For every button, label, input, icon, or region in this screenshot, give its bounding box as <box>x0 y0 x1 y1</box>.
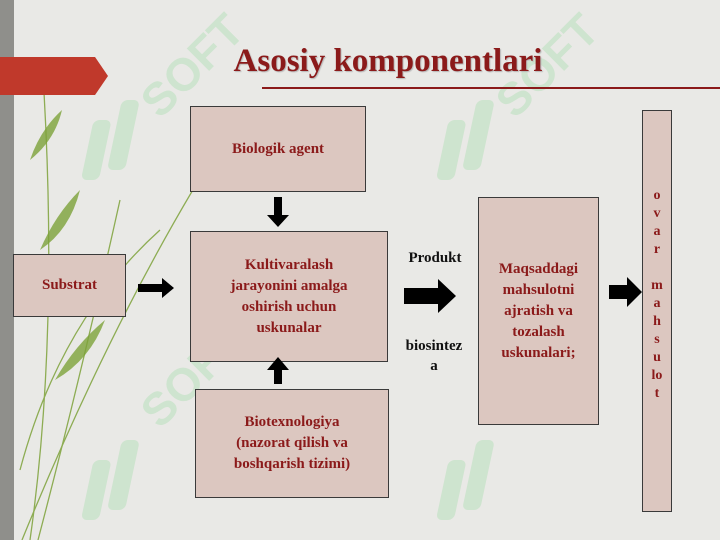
biosinteza-label: biosintez a <box>405 338 463 374</box>
produkt-label: Produkt <box>408 250 462 266</box>
left-edge-strip <box>0 0 14 540</box>
box-tovar-mahsulot-label: o v a r m a h s u lo t <box>651 188 663 401</box>
box-biologik-agent-label: Biologik agent <box>231 140 325 157</box>
box-substrat: Substrat <box>13 254 126 317</box>
page-title: Asosiy komponentlari <box>233 43 543 79</box>
box-biotexnologiya: Biotexnologiya (nazorat qilish va boshqa… <box>195 389 389 498</box>
box-kultivaralash-label: Kultivaralash jarayonini amalga oshirish… <box>230 256 348 336</box>
box-maqsaddagi: Maqsaddagi mahsulotni ajratish va tozala… <box>478 197 599 425</box>
box-maqsaddagi-label: Maqsaddagi mahsulotni ajratish va tozala… <box>498 260 579 361</box>
box-biologik-agent: Biologik agent <box>190 106 366 192</box>
box-biotexnologiya-label: Biotexnologiya (nazorat qilish va boshqa… <box>233 414 351 472</box>
title-underline <box>262 87 720 89</box>
box-substrat-label: Substrat <box>41 277 97 293</box>
box-tovar-mahsulot: o v a r m a h s u lo t <box>642 110 672 512</box>
title-accent-arrow <box>0 57 108 95</box>
box-kultivaralash: Kultivaralash jarayonini amalga oshirish… <box>190 231 388 362</box>
